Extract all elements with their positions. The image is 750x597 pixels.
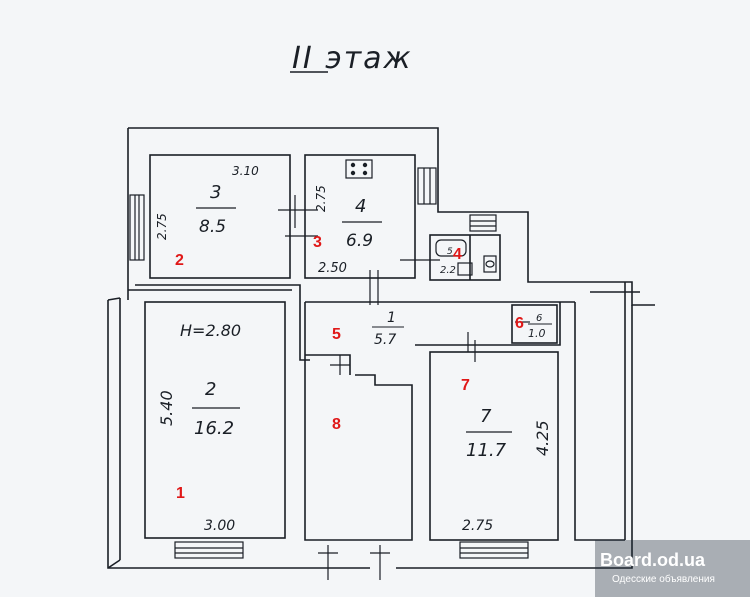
room-area: 1.0 <box>528 327 546 340</box>
dimension-label: 5.40 <box>157 390 176 426</box>
room-number: 3 <box>210 182 221 203</box>
room-1-label: 1 5.7 <box>372 310 404 348</box>
watermark-tagline: Одесские объявления <box>612 573 715 585</box>
dimension-label: 2.75 <box>314 185 328 212</box>
room-number: 2 <box>205 379 216 400</box>
walls <box>107 127 655 569</box>
room-number: 6 <box>536 313 542 324</box>
room-number: 7 <box>480 406 492 427</box>
dimension-label: 2.75 <box>462 518 493 534</box>
watermark: Board.od.ua Одесские объявления <box>595 540 750 597</box>
sink-icon <box>457 262 473 276</box>
dimension-label: H=2.80 <box>180 321 241 340</box>
marker-8: 8 <box>332 416 341 433</box>
red-markers: 1 2 3 4 5 6 7 8 <box>175 234 524 502</box>
marker-7: 7 <box>461 377 470 394</box>
plan-title: II этаж <box>292 41 413 76</box>
room-3-label: 3 8.5 3.10 2.75 <box>155 164 259 240</box>
bath-icon <box>435 239 467 257</box>
room-number: 1 <box>387 310 396 326</box>
room-area: 11.7 <box>466 440 507 461</box>
room-area: 16.2 <box>194 418 234 439</box>
room-number: 4 <box>355 196 366 217</box>
marker-2: 2 <box>175 252 184 269</box>
room-area: 8.5 <box>199 217 226 237</box>
room-4-label: 4 6.9 2.75 2.50 <box>314 185 382 276</box>
room-6-label: 6 1.0 <box>528 313 552 340</box>
toilet-icon <box>483 255 497 273</box>
marker-6: 6 <box>515 315 524 332</box>
dimension-label: 2.50 <box>318 261 347 276</box>
room-area: 2.2 <box>440 265 456 276</box>
dimension-label: 4.25 <box>533 420 552 456</box>
room-7-label: 7 11.7 4.25 2.75 <box>462 406 552 534</box>
dimension-label: 3.10 <box>232 164 259 178</box>
doors <box>278 195 530 580</box>
room-number: 5 <box>447 247 453 257</box>
watermark-site: Board.od.ua <box>600 550 706 570</box>
room-area: 5.7 <box>374 332 396 348</box>
room-area: 6.9 <box>346 231 373 251</box>
dimension-label: 2.75 <box>155 213 169 240</box>
stove-icon <box>345 159 373 179</box>
room-5-label: 5 2.2 <box>440 247 456 276</box>
marker-3: 3 <box>313 234 322 251</box>
marker-4: 4 <box>453 246 462 263</box>
marker-5: 5 <box>332 326 341 343</box>
windows <box>129 167 529 559</box>
marker-1: 1 <box>176 485 185 502</box>
dimension-label: 3.00 <box>204 518 235 534</box>
room-2-label: H=2.80 2 16.2 5.40 3.00 <box>157 321 241 534</box>
